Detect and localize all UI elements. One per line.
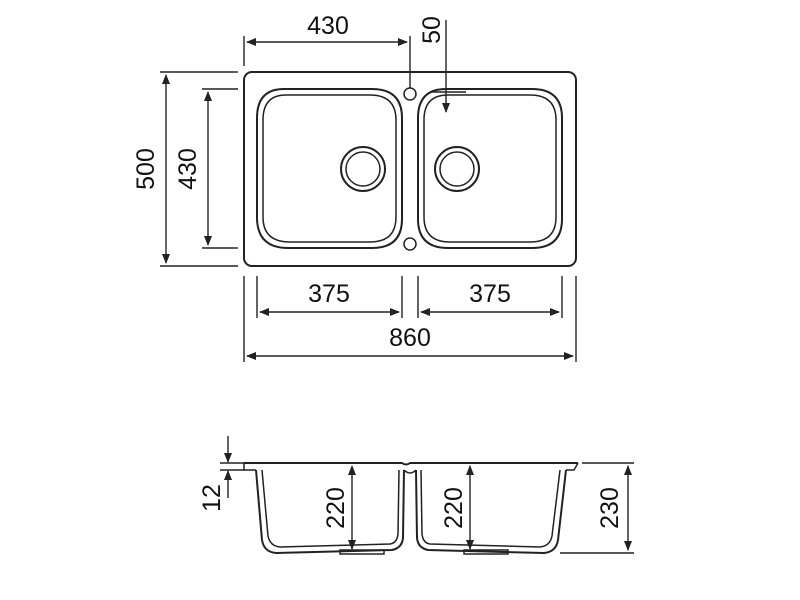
dim-left-bowl-width: 375 (308, 280, 350, 308)
right-drain-outer (434, 146, 480, 192)
dim-overall-height: 230 (596, 487, 624, 529)
dim-left-bowl-depth: 220 (322, 487, 350, 529)
sink-outline (243, 71, 577, 267)
dim-overall-width: 860 (389, 324, 431, 352)
dim-right-bowl-depth: 220 (440, 487, 468, 529)
tap-hole-top (403, 87, 417, 101)
dim-bowl-depth: 430 (174, 148, 202, 190)
dim-bowl-center-offset: 430 (307, 12, 349, 40)
dim-faucet-offset: 50 (418, 16, 446, 44)
right-bowl-inner (423, 94, 557, 243)
dim-rim-thickness: 12 (198, 484, 226, 512)
section-left-bowl (255, 469, 405, 555)
right-bowl (417, 88, 563, 249)
left-bowl (256, 88, 403, 249)
overflow-hole-bottom (403, 237, 417, 251)
section-rim (244, 462, 578, 466)
top-view: 430 50 500 430 375 375 860 (132, 12, 577, 362)
section-right-bowl (415, 469, 567, 555)
left-drain-inner (345, 151, 381, 187)
dim-overall-depth: 500 (132, 148, 160, 190)
right-drain-inner (439, 151, 475, 187)
section-view: 12 220 220 230 (198, 436, 634, 555)
left-bowl-inner (262, 94, 397, 243)
left-drain-outer (340, 146, 386, 192)
dim-right-bowl-width: 375 (469, 280, 511, 308)
